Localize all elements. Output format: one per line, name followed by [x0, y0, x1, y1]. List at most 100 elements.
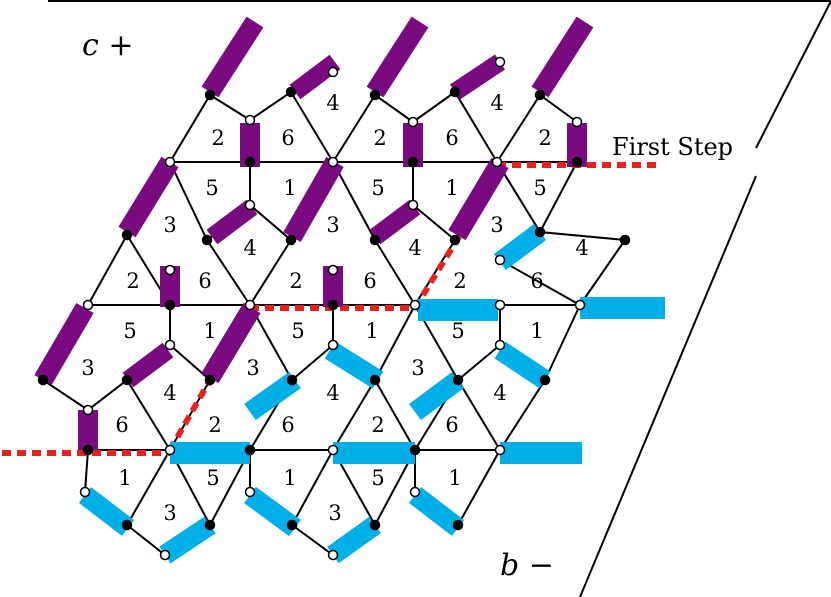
face-label-3: 6	[281, 126, 294, 150]
face-label-10: 1	[445, 176, 458, 200]
vertex-dot-43	[494, 339, 506, 351]
label-c-plus: c +	[82, 28, 133, 63]
face-label-31: 4	[163, 381, 176, 405]
face-label-12: 3	[163, 213, 176, 237]
vertex-dot-0	[204, 89, 216, 101]
vertex-dot-26	[164, 264, 176, 276]
vertex-dot-53	[244, 486, 256, 498]
cyan-bar-33	[327, 516, 381, 564]
vertex-dot-60	[159, 549, 171, 561]
face-label-1: 4	[490, 91, 503, 115]
vertex-dot-21	[407, 199, 419, 211]
face-label-40: 6	[445, 413, 458, 437]
face-label-14: 3	[326, 213, 339, 237]
purple-bar-3	[450, 54, 505, 100]
vertex-dot-59	[452, 519, 464, 531]
face-label-9: 5	[371, 176, 384, 200]
vertex-dot-31	[244, 299, 256, 311]
label-first-step: First Step	[612, 133, 733, 161]
vertex-dot-28	[164, 299, 176, 311]
face-label-8: 1	[283, 176, 296, 200]
face-label-35: 4	[493, 381, 506, 405]
vertex-dot-14	[327, 156, 339, 168]
face-label-33: 4	[326, 381, 339, 405]
vertex-dot-12	[571, 156, 583, 168]
face-label-15: 4	[408, 236, 421, 260]
vertex-dot-58	[369, 519, 381, 531]
vertex-dot-38	[204, 374, 216, 386]
vertex-dot-10	[244, 156, 256, 168]
face-label-5: 6	[445, 126, 458, 150]
vertex-dot-9	[571, 116, 583, 128]
face-label-37: 2	[208, 413, 221, 437]
purple-bar-8	[118, 156, 179, 238]
face-label-47: 3	[328, 501, 341, 525]
vertex-dot-55	[121, 519, 133, 531]
face-label-21: 6	[363, 269, 376, 293]
cyan-bar-22	[324, 341, 384, 389]
purple-bar-11	[369, 199, 421, 245]
vertex-dot-56	[204, 519, 216, 531]
vertex-dot-25	[619, 234, 631, 246]
face-label-28: 5	[451, 319, 464, 343]
purple-bar-0	[201, 16, 264, 98]
vertex-dot-46	[82, 444, 94, 456]
vertex-dot-8	[534, 89, 546, 101]
face-label-7: 5	[205, 176, 218, 200]
face-label-19: 6	[198, 269, 211, 293]
face-label-41: 1	[118, 466, 131, 490]
face-label-26: 5	[291, 319, 304, 343]
face-label-20: 2	[289, 269, 302, 293]
purple-bar-17	[201, 302, 261, 384]
vertex-dot-29	[327, 299, 339, 311]
face-label-29: 1	[530, 319, 543, 343]
face-label-32: 3	[246, 356, 259, 380]
red-path-middle	[250, 233, 463, 311]
cyan-bar-29	[78, 487, 135, 536]
purple-bar-2	[366, 16, 429, 98]
face-label-0: 4	[326, 91, 339, 115]
bars	[34, 16, 665, 564]
vertex-dot-52	[79, 486, 91, 498]
vertex-dot-20	[369, 234, 381, 246]
face-label-36: 6	[115, 413, 128, 437]
cyan-bar-24	[244, 371, 301, 421]
vertex-dot-3	[327, 66, 339, 78]
vertex-dot-37	[164, 339, 176, 351]
purple-bar-15	[34, 302, 94, 386]
vertex-dots	[37, 56, 631, 561]
face-label-34: 3	[411, 356, 424, 380]
face-label-11: 5	[533, 176, 546, 200]
face-label-25: 1	[203, 319, 216, 343]
vertex-dot-45	[82, 404, 94, 416]
vertex-dot-7	[494, 56, 506, 68]
face-label-42: 5	[206, 466, 219, 490]
vertex-dot-24	[494, 254, 506, 266]
vertex-dot-35	[37, 374, 49, 386]
vertex-dot-40	[327, 339, 339, 351]
cyan-bar-25	[409, 371, 464, 421]
vertex-dot-11	[407, 156, 419, 168]
vertex-dot-39	[286, 374, 298, 386]
vertex-dot-27	[327, 264, 339, 276]
purple-bar-1	[289, 54, 341, 100]
purple-bar-12	[448, 157, 509, 241]
cyan-bar-32	[159, 516, 216, 564]
vertex-dot-13	[164, 156, 176, 168]
vertex-dot-19	[285, 234, 297, 246]
face-label-13: 4	[243, 236, 256, 260]
vertex-dot-51	[327, 444, 339, 456]
face-label-17: 4	[575, 236, 588, 260]
face-label-24: 5	[123, 319, 136, 343]
face-label-39: 2	[371, 413, 384, 437]
vertex-dot-61	[327, 549, 339, 561]
vertex-dot-57	[286, 519, 298, 531]
vertex-dot-23	[534, 226, 546, 238]
cyan-bar-19	[494, 224, 546, 270]
frame	[48, 0, 831, 597]
face-label-45: 1	[448, 466, 461, 490]
face-label-43: 1	[283, 466, 296, 490]
vertex-dot-41	[369, 374, 381, 386]
vertex-dot-34	[574, 299, 586, 311]
